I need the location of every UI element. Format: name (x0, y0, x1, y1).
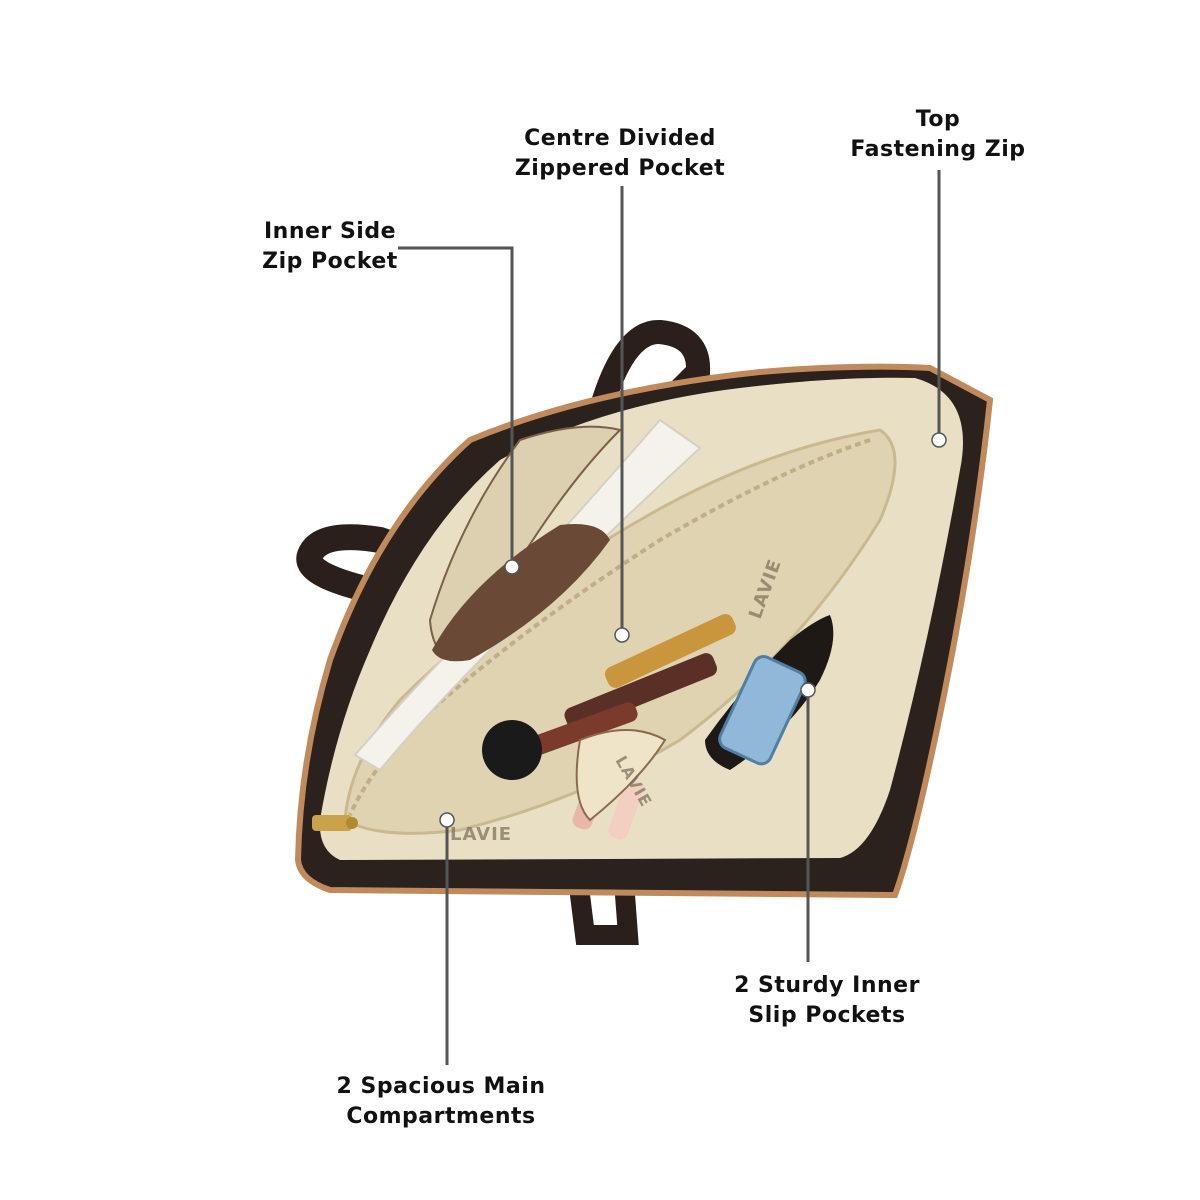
callout-sturdy-line2: Slip Pockets (748, 1003, 906, 1028)
callout-spacious-main-compartments: 2 Spacious Main Compartments (318, 1072, 564, 1132)
zip-pull (312, 815, 358, 831)
callout-dot-centre (614, 627, 630, 643)
callout-dot-top (931, 432, 947, 448)
callout-sturdy-inner-slip-pockets: 2 Sturdy Inner Slip Pockets (722, 971, 932, 1031)
callout-top-line1: Top (915, 107, 961, 132)
callout-centre-divided-zippered-pocket: Centre Divided Zippered Pocket (500, 124, 740, 184)
callout-top-fastening-zip: Top Fastening Zip (840, 105, 1036, 165)
callout-lines (398, 170, 941, 1065)
callout-spacious-line1: 2 Spacious Main (336, 1074, 546, 1099)
lining-logo-2: LAVIE (450, 824, 512, 845)
callout-inner-side-line2: Zip Pocket (262, 249, 398, 274)
callout-dots (439, 432, 947, 828)
callout-dot-inner-side (504, 559, 520, 575)
callout-line-inner-side (398, 246, 514, 567)
small-slip-pocket (575, 729, 667, 822)
callout-inner-side-line1: Inner Side (264, 219, 396, 244)
callout-inner-side-zip-pocket: Inner Side Zip Pocket (240, 217, 420, 277)
callout-dot-sturdy (800, 682, 816, 698)
brown-pouch (432, 524, 610, 662)
callout-spacious-line2: Compartments (346, 1104, 536, 1129)
callout-centre-line1: Centre Divided (524, 126, 716, 151)
callout-dot-spacious (439, 812, 455, 828)
callout-sturdy-line1: 2 Sturdy Inner (734, 973, 920, 998)
callout-top-line2: Fastening Zip (850, 137, 1026, 162)
callout-centre-line2: Zippered Pocket (514, 156, 726, 181)
phone (718, 655, 807, 766)
